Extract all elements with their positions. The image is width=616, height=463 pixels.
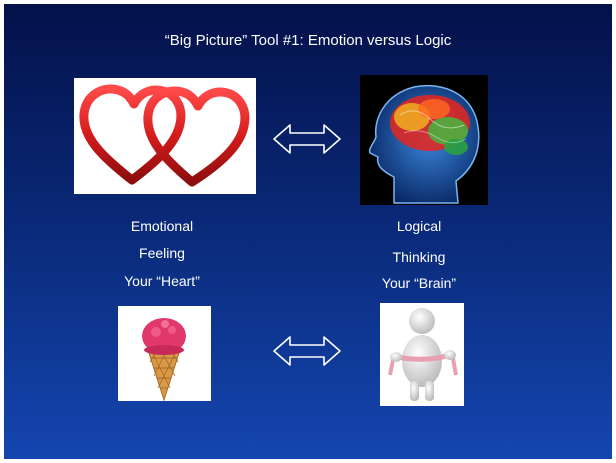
hearts-image <box>74 78 256 194</box>
double-arrow-icon-top <box>273 124 341 154</box>
label-thinking: Thinking <box>392 249 446 265</box>
label-your-brain: Your “Brain” <box>381 275 457 291</box>
brain-image <box>360 75 488 205</box>
brain-head-icon <box>368 85 480 204</box>
intertwined-hearts-icon <box>79 84 250 187</box>
slide-title: “Big Picture” Tool #1: Emotion versus Lo… <box>164 32 452 49</box>
figure-image <box>380 303 464 406</box>
ice-cream-cone-icon <box>142 318 186 401</box>
figure-measuring-tape-icon <box>388 308 458 401</box>
label-your-heart: Your “Heart” <box>124 273 200 289</box>
double-arrow-icon-bottom <box>273 336 341 366</box>
label-emotional: Emotional <box>130 218 194 234</box>
slide: “Big Picture” Tool #1: Emotion versus Lo… <box>4 4 612 459</box>
label-feeling: Feeling <box>139 245 185 261</box>
ice-cream-image <box>118 306 211 401</box>
label-logical: Logical <box>396 218 442 234</box>
